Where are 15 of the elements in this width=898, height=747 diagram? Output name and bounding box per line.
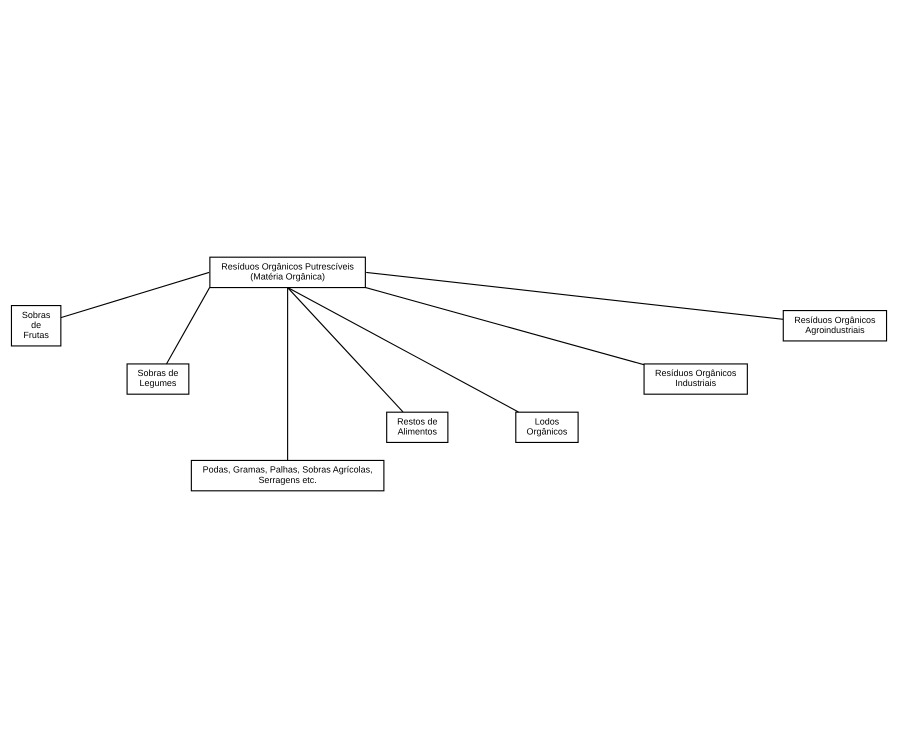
connector: [287, 286, 404, 412]
connector: [60, 271, 210, 318]
connector: [166, 286, 210, 364]
connector: [366, 271, 784, 320]
node-box: Lodos Orgânicos: [515, 411, 579, 443]
node-box: Resíduos Orgânicos Industriais: [644, 362, 748, 394]
node-box: Restos de Alimentos: [386, 411, 448, 443]
node-box: Sobras de Legumes: [126, 362, 190, 394]
node-box: Sobras de Frutas: [10, 304, 62, 346]
node-box: Podas, Gramas, Palhas, Sobras Agrícolas, Serragens etc.: [190, 459, 384, 491]
node-box: Resíduos Orgânicos Agroindustriais: [782, 310, 888, 341]
connector: [287, 286, 519, 412]
connector: [366, 286, 644, 365]
node-box: Resíduos Orgânicos Putrescíveis (Matéria Orgânica): [209, 256, 366, 288]
connector: [287, 287, 288, 460]
